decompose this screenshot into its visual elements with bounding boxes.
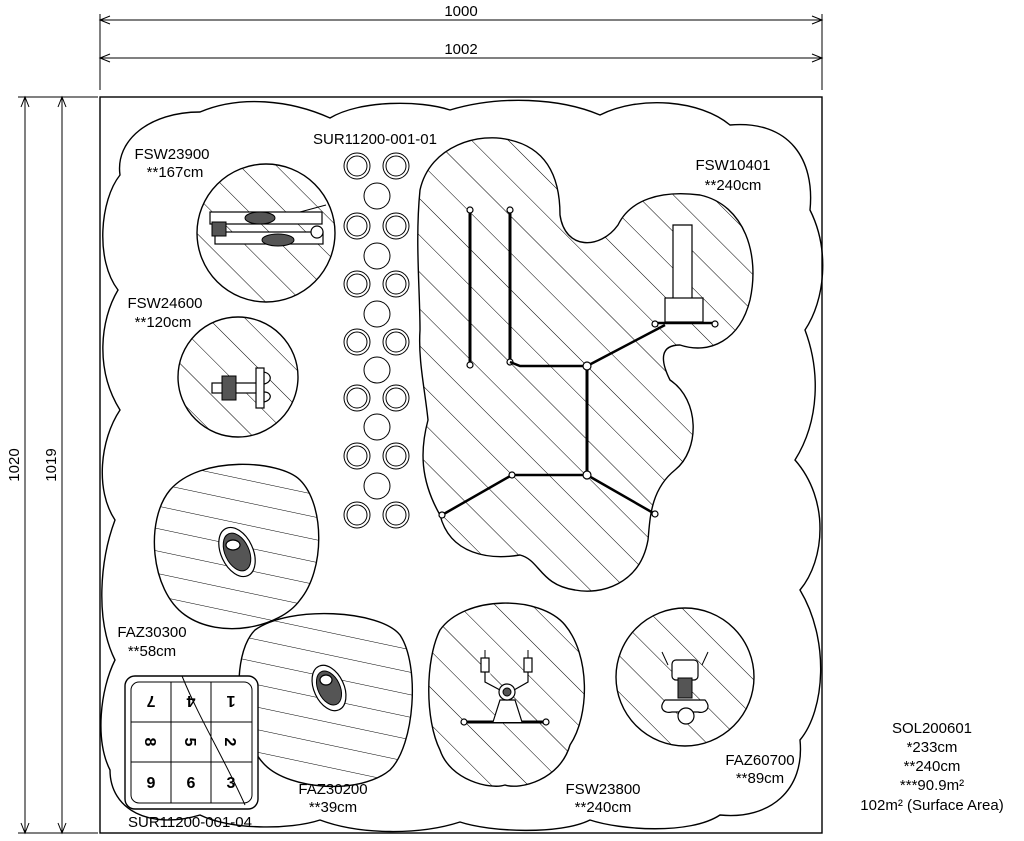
hopscotch-number: 1	[226, 692, 235, 709]
surface-code: SOL200601	[892, 720, 972, 737]
hopscotch-number: 5	[181, 738, 198, 747]
faz30200-height: **39cm	[309, 799, 357, 816]
faz60700-equipment-icon	[661, 651, 709, 725]
fsw24600-code: FSW24600	[127, 295, 202, 312]
faz60700-code: FAZ60700	[725, 752, 794, 769]
fsw23800-equipment-icon	[460, 650, 550, 726]
surface-spec-block: SOL200601 *233cm **240cm ***90.9m² 102m²…	[860, 720, 1003, 814]
stepping-pods-code: SUR11200-001-01	[313, 131, 437, 148]
faz30200-zone	[238, 612, 413, 788]
hopscotch-number: 4	[186, 692, 195, 709]
faz30300-zone	[153, 463, 320, 630]
hopscotch-number: 2	[221, 738, 238, 747]
faz30300-code: FAZ30300	[117, 624, 186, 641]
fsw23800-height: **240cm	[575, 799, 632, 816]
fsw23800-code: FSW23800	[565, 781, 640, 798]
faz30300-spring-rider-icon	[218, 526, 256, 578]
dimension-lines	[18, 14, 824, 835]
fsw23800-zone	[428, 602, 586, 787]
hopscotch-number: 7	[146, 692, 155, 709]
hopscotch-number: 3	[227, 775, 236, 792]
safety-surface-outline	[100, 99, 824, 833]
fsw23900-zone	[196, 163, 336, 303]
faz60700-zone	[615, 607, 755, 747]
surface-area: 102m² (Surface Area)	[860, 797, 1003, 814]
surface-line-2: **240cm	[904, 758, 961, 775]
fsw24600-zone	[177, 316, 299, 438]
fsw23900-height: **167cm	[147, 164, 204, 181]
fsw24600-equipment-icon	[211, 367, 271, 409]
fsw10401-equipment-icon	[438, 206, 719, 519]
fsw10401-zone	[417, 137, 754, 592]
fsw23900-equipment-icon	[209, 204, 327, 247]
dimension-width-outer: 1000	[444, 3, 477, 20]
site-boundary	[99, 96, 823, 834]
faz30300-height: **58cm	[128, 643, 176, 660]
surface-line-3: ***90.9m²	[900, 777, 964, 794]
fsw10401-code: FSW10401	[695, 157, 770, 174]
fsw23900-code: FSW23900	[134, 146, 209, 163]
faz30200-spring-rider-icon	[311, 664, 347, 712]
faz60700-height: **89cm	[736, 770, 784, 787]
dimension-width-inner: 1002	[444, 41, 477, 58]
hopscotch-number: 6	[187, 775, 196, 792]
hopscotch-panel	[124, 675, 259, 810]
fsw24600-height: **120cm	[135, 314, 192, 331]
surface-line-1: *233cm	[907, 739, 958, 756]
fsw10401-height: **240cm	[705, 177, 762, 194]
hopscotch-number: 8	[141, 738, 158, 747]
dimension-height-inner: 1019	[43, 448, 60, 481]
dimension-height-outer: 1020	[6, 448, 23, 481]
stepping-pods	[343, 152, 410, 529]
faz30200-code: FAZ30200	[298, 781, 367, 798]
hopscotch-code: SUR11200-001-04	[128, 814, 252, 831]
hopscotch-number: 9	[147, 775, 156, 792]
